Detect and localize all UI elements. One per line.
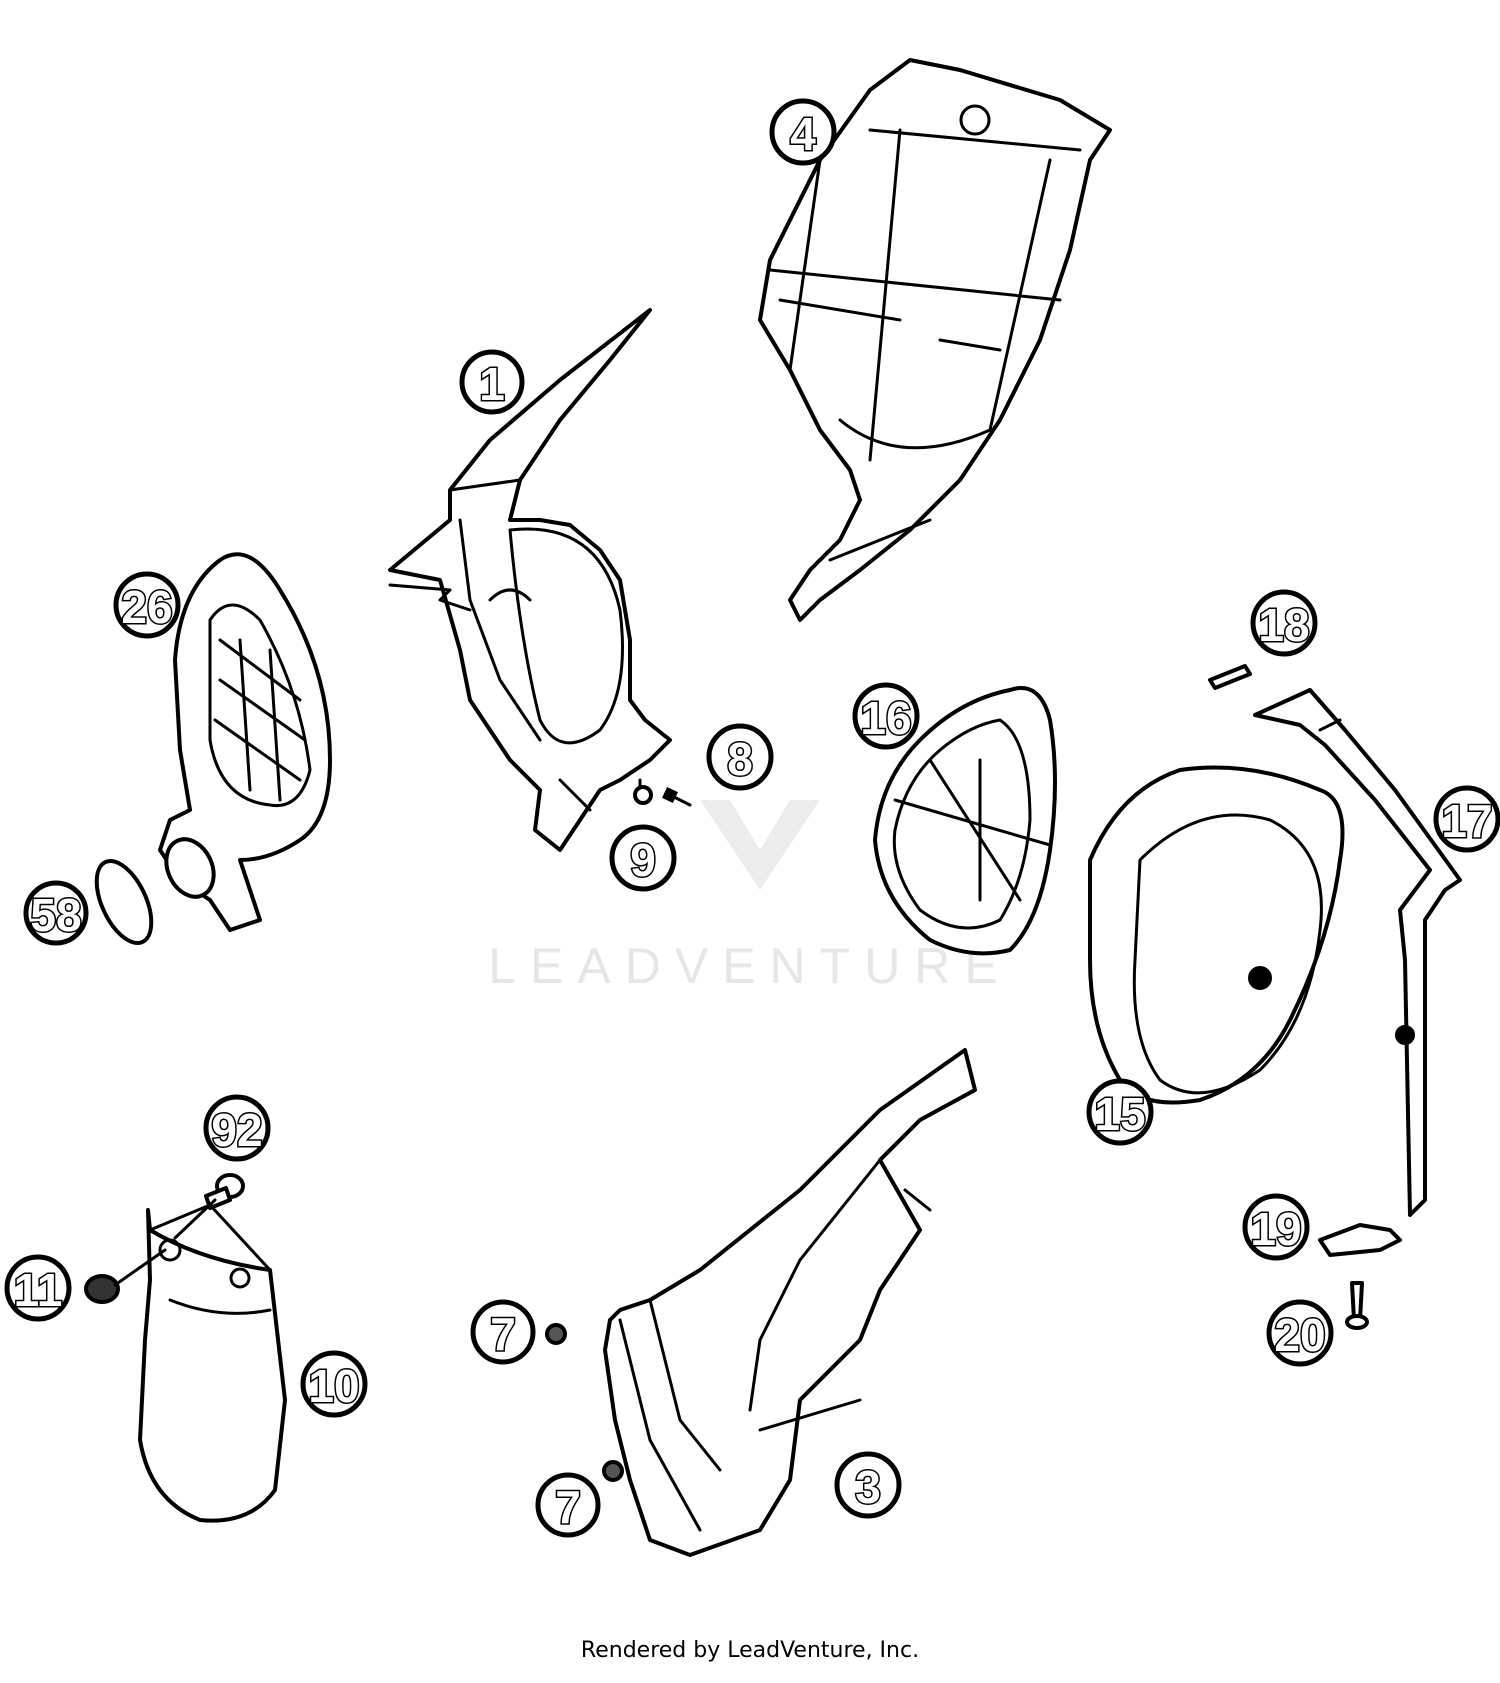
svg-text:4: 4 [790, 108, 816, 160]
part-11-washer[interactable] [84, 1274, 120, 1304]
svg-text:16: 16 [860, 692, 911, 744]
callout-9: 9 [609, 824, 677, 892]
part-58-clamp[interactable] [85, 853, 162, 951]
part-26-air-filter[interactable] [157, 552, 332, 932]
watermark-text: LEADVENTURE [488, 938, 1012, 994]
footer-credit: Rendered by LeadVenture, Inc. [580, 1638, 920, 1663]
svg-text:18: 18 [1258, 599, 1309, 651]
svg-text:58: 58 [30, 889, 81, 941]
callout-18: 18 [1250, 589, 1318, 657]
svg-text:17: 17 [1441, 795, 1492, 847]
callout-11: 11 [4, 1254, 72, 1322]
part-92-bolt[interactable] [204, 1173, 245, 1210]
part-4-airbox-housing[interactable] [758, 58, 1112, 622]
watermark-logo-icon [700, 800, 820, 890]
svg-text:19: 19 [1250, 1203, 1301, 1255]
part-20-screw[interactable] [1345, 1281, 1369, 1330]
part-1-filter-box[interactable] [388, 308, 672, 852]
callout-1: 1 [459, 349, 525, 415]
callout-7-upper: 7 [470, 1299, 536, 1365]
part-15-filter-element[interactable] [1088, 765, 1345, 1105]
svg-text:3: 3 [855, 1461, 881, 1513]
svg-text:15: 15 [1094, 1088, 1145, 1140]
svg-text:7: 7 [555, 1481, 581, 1533]
part-8-screw[interactable] [662, 787, 692, 807]
part-17-bracket[interactable] [1253, 688, 1462, 1217]
callout-7-lower: 7 [535, 1472, 601, 1538]
part-18-pin[interactable] [1208, 664, 1252, 690]
watermark: LEADVENTURE [488, 800, 1012, 994]
callout-19: 19 [1242, 1193, 1310, 1261]
svg-text:11: 11 [14, 1264, 63, 1316]
svg-text:1: 1 [479, 358, 505, 410]
callout-58: 58 [23, 880, 89, 946]
svg-text:7: 7 [490, 1308, 516, 1360]
part-9-nut[interactable] [633, 778, 653, 805]
callout-10: 10 [300, 1350, 368, 1418]
callout-16: 16 [852, 682, 920, 750]
callout-3: 3 [834, 1451, 902, 1519]
part-19-clip[interactable] [1318, 1223, 1402, 1257]
part-7-nut-upper[interactable] [545, 1323, 567, 1345]
callout-20: 20 [1266, 1299, 1334, 1367]
svg-text:10: 10 [308, 1360, 359, 1412]
callout-15: 15 [1086, 1078, 1154, 1146]
callout-92: 92 [203, 1094, 271, 1162]
callout-4: 4 [769, 98, 837, 166]
svg-text:9: 9 [630, 834, 656, 886]
callout-17: 17 [1433, 785, 1500, 853]
svg-text:92: 92 [211, 1104, 262, 1156]
svg-text:26: 26 [121, 581, 172, 633]
part-3-side-cover[interactable] [603, 1048, 977, 1557]
part-16-filter-cage[interactable] [873, 686, 1057, 956]
callout-26: 26 [113, 571, 181, 639]
svg-text:8: 8 [727, 733, 753, 785]
part-10-mud-flap[interactable] [113, 1198, 287, 1523]
svg-text:20: 20 [1274, 1309, 1325, 1361]
part-7-nut-lower[interactable] [602, 1460, 624, 1482]
callout-8: 8 [706, 723, 774, 791]
